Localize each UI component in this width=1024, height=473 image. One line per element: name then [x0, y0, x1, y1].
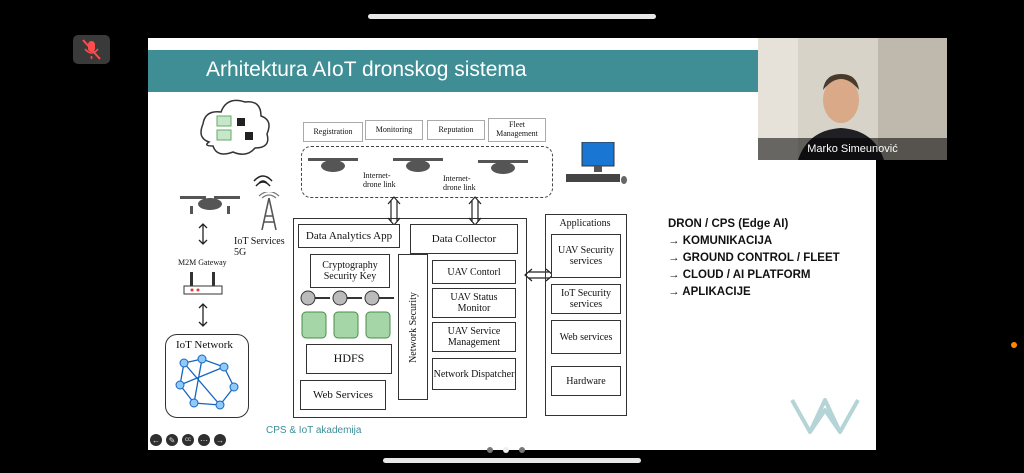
hdfs-box: HDFS — [306, 344, 392, 374]
iot-services-label: IoT Services 5G — [234, 236, 285, 258]
summary-line: → GROUND CONTROL / FLEET — [668, 252, 840, 264]
summary-line: → KOMUNIKACIJA — [668, 235, 773, 247]
arrow-icon — [198, 223, 208, 245]
iot-network-label: IoT Network — [176, 339, 233, 351]
page-dot-active[interactable] — [503, 447, 509, 453]
page-dot[interactable] — [519, 447, 525, 453]
cloud-icon — [200, 99, 270, 155]
mic-muted-icon — [82, 39, 101, 60]
m2m-gateway-label: M2M Gateway — [178, 258, 227, 267]
drone-swarm-area — [301, 146, 553, 198]
gateway-router-icon — [183, 272, 223, 295]
web-services-box: Web Services — [300, 380, 386, 410]
architecture-diagram: Registration Monitoring Reputation Fleet… — [148, 94, 648, 424]
title-banner: Arhitektura AIoT dronskog sistema — [148, 50, 876, 92]
applications-frame — [545, 214, 627, 416]
iot-network-box: IoT Network — [165, 334, 249, 418]
network-graph-icon — [175, 354, 239, 410]
crypto-key-box: Cryptography Security Key — [310, 254, 390, 288]
applications-label: Applications — [559, 218, 611, 229]
hardware-box: Hardware — [551, 366, 621, 396]
internet-link-label-2: Internet- drone link — [443, 174, 476, 192]
arrow-icon — [387, 196, 401, 226]
network-security-box: Network Security — [398, 254, 428, 400]
mute-button[interactable] — [73, 35, 110, 64]
academy-logo-icon — [790, 398, 860, 434]
web-services-right-box: Web services — [551, 320, 621, 354]
drone-icon — [180, 196, 240, 214]
more-options-icon[interactable]: ⋯ — [198, 434, 210, 446]
computer-icon — [566, 142, 627, 184]
iot-security-box: IoT Security services — [551, 284, 621, 314]
home-indicator — [383, 458, 641, 463]
network-dispatcher-box: Network Dispatcher — [432, 358, 516, 390]
presentation-controls: ← ✎ cc ⋯ → — [150, 434, 226, 446]
uav-security-box: UAV Security services — [551, 234, 621, 278]
slide-title: Arhitektura AIoT dronskog sistema — [206, 58, 527, 81]
tab-fleet-management: Fleet Management — [488, 118, 546, 142]
cell-tower-icon — [258, 192, 280, 231]
data-collector-box: Data Collector — [410, 224, 518, 254]
tab-monitoring: Monitoring — [365, 120, 423, 140]
database-icons — [301, 311, 391, 339]
recording-indicator-icon — [1011, 342, 1017, 348]
participant-name: Marko Simeunović — [758, 138, 947, 160]
arrow-icon — [468, 196, 482, 226]
summary-line: → APLIKACIJE — [668, 286, 751, 298]
drone-swarm-icon — [308, 158, 528, 174]
data-analytics-box: Data Analytics App — [298, 224, 400, 248]
participant-video-tile[interactable]: Marko Simeunović — [758, 38, 947, 160]
arrow-icon — [524, 268, 554, 282]
presentation-slide: Arhitektura AIoT dronskog sistema Regist… — [148, 38, 876, 450]
uav-status-box: UAV Status Monitor — [432, 288, 516, 318]
page-dot[interactable] — [487, 447, 493, 453]
top-handle — [368, 14, 656, 19]
slide-footer: CPS & IoT akademija — [266, 425, 362, 436]
previous-slide-icon[interactable]: ← — [150, 434, 162, 446]
server-frame — [293, 218, 527, 418]
uav-control-box: UAV Contorl — [432, 260, 516, 284]
captions-icon[interactable]: cc — [182, 434, 194, 446]
uav-service-box: UAV Service Management — [432, 322, 516, 352]
pen-icon[interactable]: ✎ — [166, 434, 178, 446]
page-dots — [487, 447, 525, 453]
wifi-icon — [253, 175, 273, 187]
network-security-label: Network Security — [407, 291, 419, 363]
internet-link-label-1: Internet- drone link — [363, 171, 396, 189]
summary-line: DRON / CPS (Edge AI) — [668, 218, 789, 230]
tab-reputation: Reputation — [427, 120, 485, 140]
key-icons — [300, 290, 394, 306]
next-slide-icon[interactable]: → — [214, 434, 226, 446]
arrow-icon — [198, 303, 208, 327]
summary-list: DRON / CPS (Edge AI) → KOMUNIKACIJA → GR… — [668, 216, 840, 301]
tab-registration: Registration — [303, 122, 363, 142]
summary-line: → CLOUD / AI PLATFORM — [668, 269, 811, 281]
